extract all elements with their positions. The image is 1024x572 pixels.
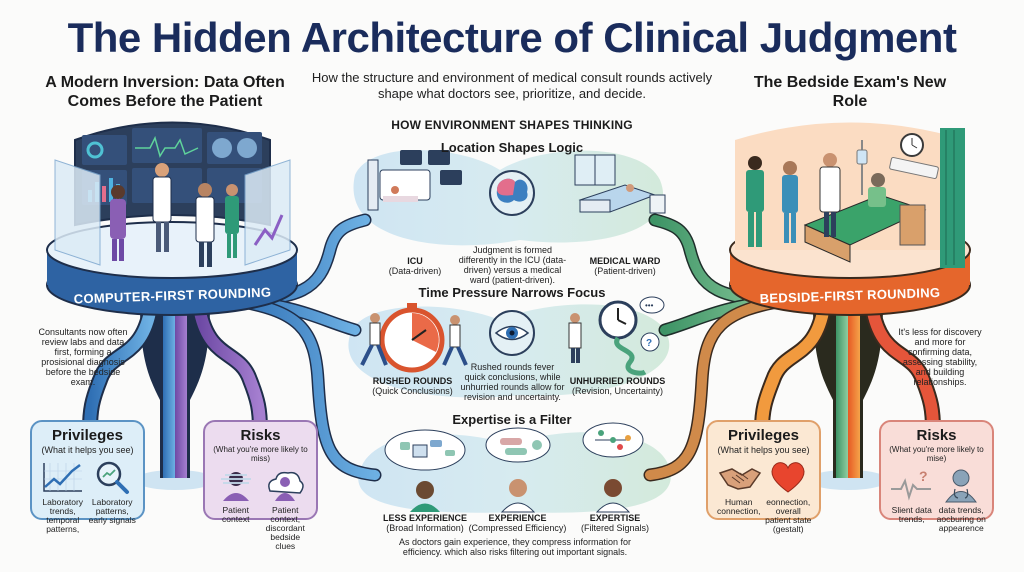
heart-icon xyxy=(771,462,805,493)
right-privileges-title: Privileges xyxy=(728,427,799,444)
left-privilege-item: Laboratory trends, temporal patterns, xyxy=(38,459,88,534)
left-privileges-box: Privileges (What it helps you see) Labor… xyxy=(30,420,145,534)
left-privileges-subtitle: (What it helps you see) xyxy=(41,445,134,455)
clinicians-group xyxy=(110,163,239,267)
rushed-label: RUSHED ROUNDS xyxy=(372,376,453,386)
less-experience-label: LESS EXPERIENCE xyxy=(382,513,468,523)
expertise-sublabel: (Filtered Signals) xyxy=(580,523,650,533)
right-privilege-item: Human connection, xyxy=(714,459,764,534)
expertise-caption: EXPERTISE (Filtered Signals) xyxy=(570,513,660,533)
right-risk-item: data trends, aocburing on appearence xyxy=(937,467,987,533)
running-doctors xyxy=(360,313,468,366)
icu-illustration xyxy=(367,150,462,211)
expertise-label: EXPERTISE xyxy=(589,513,641,523)
blurred-person-icon xyxy=(220,472,251,501)
svg-text:•••: ••• xyxy=(645,301,654,310)
ward-sublabel: (Patient-driven) xyxy=(594,266,656,276)
left-risks-title: Risks xyxy=(240,427,281,444)
rushed-caption: RUSHED ROUNDS (Quick Conclusions) xyxy=(365,376,460,396)
left-privileges-title: Privileges xyxy=(52,427,123,444)
center-section-label: HOW ENVIRONMENT SHAPES THINKING xyxy=(391,118,633,132)
left-risk-item: Patient context, discordant bedside clue… xyxy=(261,467,311,551)
right-risk-item: ? Slient data trends, xyxy=(887,467,937,533)
eye-magnifier-icon xyxy=(489,310,535,356)
right-risks-title: Risks xyxy=(916,427,957,444)
left-risks-box: Risks (What you're more likely to miss) … xyxy=(203,420,318,551)
right-privileges-subtitle: (What it helps you see) xyxy=(717,445,810,455)
left-heading: A Modern Inversion: Data Often Comes Bef… xyxy=(45,74,285,110)
location-note: Judgment is formed differently in the IC… xyxy=(458,245,567,285)
expertise-note: As doctors gain experience, they compres… xyxy=(398,537,632,557)
experience-sublabel: (Compressed Efficiency) xyxy=(468,523,567,533)
left-risks-subtitle: (What you're more likely to miss) xyxy=(213,445,308,463)
time-panel-title: Time Pressure Narrows Focus xyxy=(418,285,606,300)
ward-label: MEDICAL WARD xyxy=(589,256,661,266)
handshake-icon xyxy=(718,468,761,490)
expertise-illustration xyxy=(384,422,644,513)
unhurried-caption: UNHURRIED ROUNDS (Revision, Uncertainty) xyxy=(565,376,670,396)
computer-first-platform xyxy=(46,121,298,316)
right-privileges-box: Privileges (What it helps you see) Human… xyxy=(706,420,821,534)
location-panel-title: Location Shapes Logic xyxy=(440,140,584,155)
stopwatch-icon xyxy=(379,303,445,373)
svg-text:?: ? xyxy=(919,468,928,484)
unhurried-label: UNHURRIED ROUNDS xyxy=(569,376,666,386)
calm-clock-icon: ••• ? xyxy=(568,296,665,376)
bedside-first-platform xyxy=(729,122,971,316)
left-privilege-item: Laboratory patterns, early signals xyxy=(88,459,138,534)
right-heading: The Bedside Exam's New Role xyxy=(753,74,947,110)
icu-label: ICU xyxy=(407,256,423,266)
computer-first-note: Consultants now often review labs and da… xyxy=(38,327,128,387)
left-risk-item: Patient context xyxy=(211,467,261,551)
subtitle: How the structure and environment of med… xyxy=(311,70,713,101)
main-title: The Hidden Architecture of Clinical Judg… xyxy=(67,14,957,61)
icu-sublabel: (Data-driven) xyxy=(388,266,442,276)
rushed-sublabel: (Quick Conclusions) xyxy=(372,386,453,396)
less-experience-caption: LESS EXPERIENCE (Broad Information) xyxy=(380,513,470,533)
right-risks-box: Risks (What you're more likely to mise) … xyxy=(879,420,994,533)
ward-illustration xyxy=(574,154,666,214)
time-note: Rushed rounds fever quick conclusions, w… xyxy=(460,362,565,402)
unhurried-sublabel: (Revision, Uncertainty) xyxy=(571,386,664,396)
icu-caption: ICU (Data-driven) xyxy=(375,256,455,276)
waveform-question-icon: ? xyxy=(890,468,931,501)
person-cloud-icon xyxy=(268,471,304,501)
trend-chart-icon xyxy=(43,463,82,492)
right-risks-subtitle: (What you're more likely to mise) xyxy=(889,445,984,463)
brain-icon xyxy=(489,170,535,216)
less-experience-sublabel: (Broad Information) xyxy=(386,523,464,533)
right-privilege-item: eonnection, overall patient state (gesta… xyxy=(764,459,814,534)
doctor-silhouette-icon xyxy=(945,469,978,503)
bedside-first-note: It's less for discovery and more for con… xyxy=(898,327,982,387)
experience-caption: EXPERIENCE (Compressed Efficiency) xyxy=(465,513,570,533)
magnifier-trend-icon xyxy=(97,461,130,494)
ward-caption: MEDICAL WARD (Patient-driven) xyxy=(580,256,670,276)
expertise-panel-title: Expertise is a Filter xyxy=(452,412,572,427)
experience-label: EXPERIENCE xyxy=(488,513,547,523)
svg-text:?: ? xyxy=(646,338,652,349)
